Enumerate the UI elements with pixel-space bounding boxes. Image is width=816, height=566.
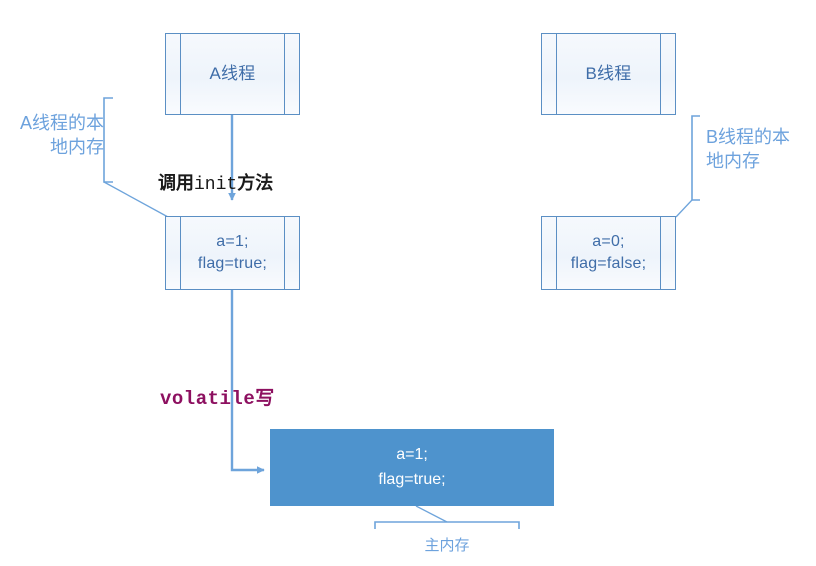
thread-a-local-memory-values: a=1; flag=true; [197,232,268,272]
call-init-caption: 调用init方法 [158,148,273,195]
thread-a-local-memory-bracket [103,97,169,218]
volatile-write-arrow [230,290,265,474]
main-memory-caption: 主内存 [424,537,470,554]
volatile-keyword: volatile [160,388,256,410]
thread-a-title: A线程 [209,64,256,84]
thread-b-box: B线程 [541,33,676,115]
volatile-write-label: volatile写 [160,383,275,410]
volatile-suffix: 写 [255,388,275,410]
main-memory-box: a=1; flag=true; [270,429,554,506]
main-memory-bracket [374,505,520,529]
thread-b-local-memory-label: B线程的本 地内存 [706,127,791,171]
thread-b-local-memory-box: a=0; flag=false; [541,216,676,290]
call-init-prefix: 调用 [158,173,194,193]
call-init-method: init [194,175,238,195]
call-init-suffix: 方法 [237,173,274,193]
thread-a-box: A线程 [165,33,300,115]
main-memory-values: a=1; flag=true; [378,445,446,488]
thread-b-local-memory-bracket [675,115,700,218]
thread-b-title: B线程 [585,64,632,84]
thread-b-local-memory-values: a=0; flag=false; [570,232,647,272]
thread-a-local-memory-label: A线程的本 地内存 [19,113,104,157]
thread-a-local-memory-box: a=1; flag=true; [165,216,300,290]
